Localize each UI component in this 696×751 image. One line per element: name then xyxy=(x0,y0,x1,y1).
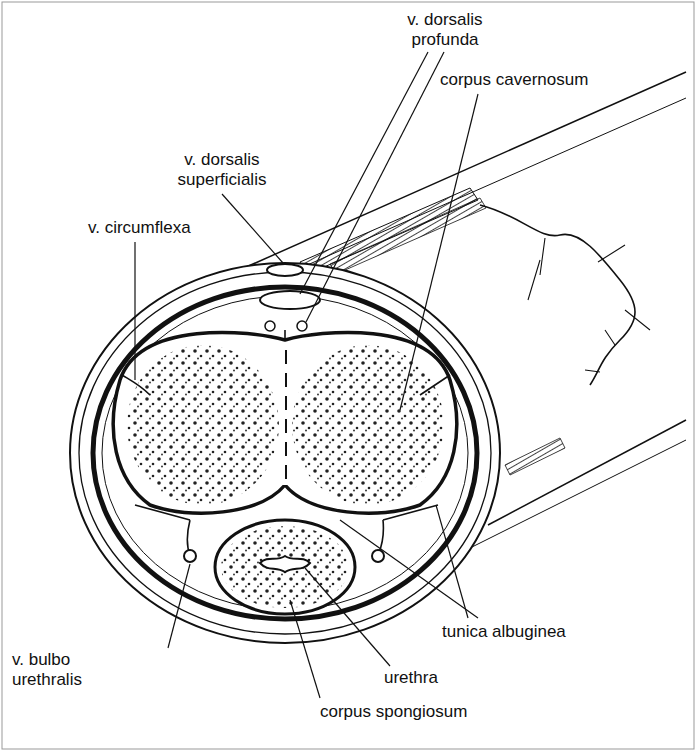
part-label: v. dorsalis superficialis xyxy=(155,150,289,190)
part-label: tunica albuginea xyxy=(440,622,568,642)
part-label: corpus spongiosum xyxy=(318,702,469,722)
part-label: urethra xyxy=(382,668,440,688)
part-label: v. circumflexa xyxy=(86,218,193,238)
part-label: v. bulbo urethralis xyxy=(10,650,144,690)
leader-lines xyxy=(135,52,478,698)
part-label: v. dorsalis profunda xyxy=(388,10,502,50)
part-label: corpus cavernosum xyxy=(438,70,590,90)
